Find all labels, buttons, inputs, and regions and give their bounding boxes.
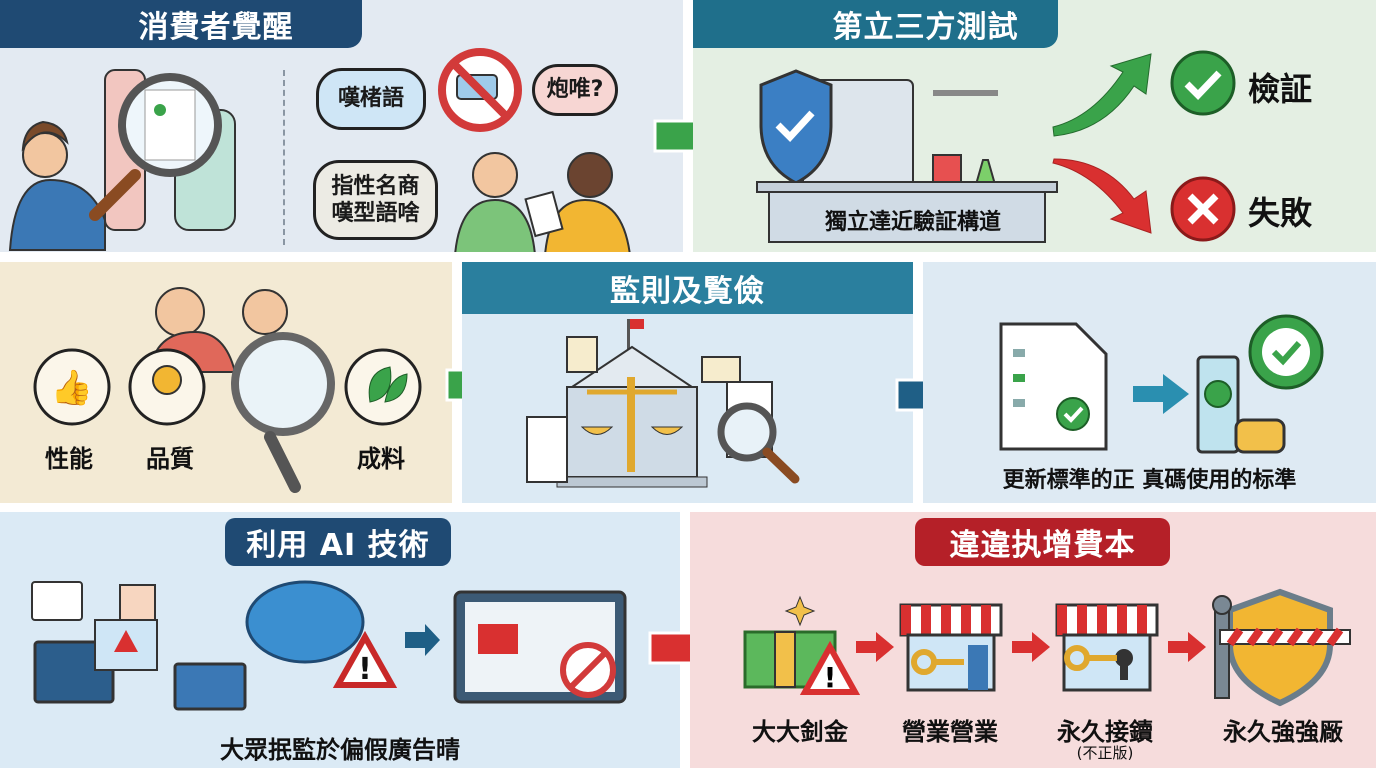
standards-panel: 更新標準的正 真碼使用的标準 [923, 262, 1376, 503]
document-check-icon [999, 322, 1108, 451]
speech-bubble-3: 指性名商 嘆型語啥 [313, 160, 438, 240]
arrow-right-icon [1168, 632, 1206, 662]
thumbs-up-icon: 👍 [51, 368, 93, 408]
ai-caption: 大眾抿監於偏假廣告晴 [220, 736, 460, 764]
money-fine-icon: ! [743, 595, 861, 695]
speech-bubble-3-line1: 指性名商 [331, 173, 420, 199]
regulation-title: 監則及覧儉 [462, 262, 913, 314]
arrow-right-icon [1012, 632, 1050, 662]
lab-equipment-illustration [756, 69, 1058, 243]
lab-label: 獨立達近驗証構道 [824, 210, 1001, 235]
shop-key-icon [899, 603, 1003, 692]
svg-text:!: ! [358, 652, 372, 687]
ai-detection-illustration: ! [31, 580, 627, 711]
penalty-step-revocation-note: (不正版) [1076, 744, 1134, 762]
arrow-right-icon [856, 632, 894, 662]
speech-bubble-1: 嘆楮語 [316, 68, 426, 130]
penalty-panel: 違違执增費本 ! 大大釗金 營業營業 永久接鑟 (不正版) 永久強強厰 [690, 512, 1376, 768]
consumer-awareness-title: 消費者覺醒 [0, 0, 362, 48]
third-party-testing-title: 第立三方測試 [693, 0, 1058, 48]
certified-product-icon [1196, 314, 1324, 454]
penalty-step-ban: 永久強強厰 [1223, 718, 1343, 746]
x-circle-icon [1170, 176, 1236, 242]
ai-technology-panel: 利用 AI 技術 ! 大眾抿監於偏假廣告晴 [0, 512, 680, 768]
svg-text:!: ! [824, 661, 837, 694]
two-women-reading-illustration [454, 152, 631, 252]
speech-bubble-2: 炮唯? [532, 64, 618, 116]
courthouse-scales-illustration [526, 319, 800, 488]
criteria-label-quality: 品質 [146, 445, 194, 473]
check-circle-icon [1170, 50, 1236, 116]
arrow-down-right-icon [1052, 158, 1152, 234]
person-magnifier-illustration [8, 69, 236, 251]
criteria-label-performance: 性能 [45, 445, 93, 473]
shop-lock-icon [1055, 603, 1159, 692]
criteria-illustration: 👍 [33, 287, 422, 493]
criteria-panel: 👍 性能 品質 成料 [0, 262, 452, 503]
barrier-shield-icon [1212, 588, 1351, 707]
penalty-step-revocation: 永久接鑟 [1057, 718, 1153, 746]
ai-technology-title: 利用 AI 技術 [225, 518, 451, 566]
no-chat-icon [438, 48, 522, 132]
penalty-step-suspension: 營業營業 [902, 718, 998, 746]
criteria-label-ingredients: 成料 [357, 445, 405, 473]
fail-label: 失敗 [1248, 194, 1313, 232]
penalty-title: 違違执增費本 [915, 518, 1170, 566]
speech-bubble-3-line2: 嘆型語啥 [331, 201, 420, 226]
pass-label: 檢証 [1248, 70, 1313, 108]
arrow-up-right-icon [1052, 53, 1152, 137]
regulation-panel: 監則及覧儉 [462, 262, 913, 503]
divider-dashed [283, 70, 285, 245]
consumer-awareness-panel: 消費者覺醒 嘆楮語 炮唯? 指性名商 嘆型語啥 [0, 0, 683, 252]
standards-caption: 更新標準的正 真碼使用的标準 [1002, 468, 1297, 493]
penalty-step-fine: 大大釗金 [752, 718, 848, 746]
arrow-right-icon [1133, 374, 1189, 414]
third-party-testing-panel: 第立三方測試 獨立達近驗証構道 檢証 失敗 [693, 0, 1376, 252]
